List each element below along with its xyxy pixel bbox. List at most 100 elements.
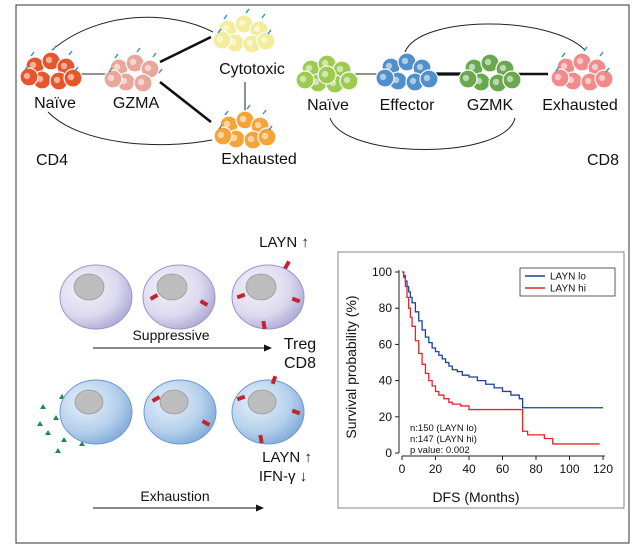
label-cd8-group: CD8 [587,152,619,169]
granule [61,437,67,442]
y-tick-label: 100 [372,265,392,279]
receptor-mark [224,110,229,116]
gzmk-cell-cluster [458,53,522,93]
legend-box [519,267,616,297]
cell-nucleus [401,57,409,65]
cell-nucleus [60,62,68,70]
cell-nucleus [492,78,500,86]
receptor-mark [605,67,610,73]
cell-nucleus [416,63,424,71]
treg-schematic: LAYN ↑ Suppressive Treg CD8 [37,234,316,512]
receptor-mark [555,66,560,72]
series-layn-lo [402,271,603,409]
annotation-n-hi: n:147 (LAYN hi) [410,434,477,445]
cell-nucleus [423,74,431,82]
y-axis-label: Survival probability (%) [343,295,359,438]
effector-cell-cluster [375,52,439,92]
edge-gzma-cytotoxic [159,35,212,64]
cell-nucleus [321,59,329,67]
blue-cell-3 [231,375,305,445]
label-cytotoxic: Cytotoxic [219,61,285,78]
nucleus [159,389,189,415]
layn-receptor [199,299,209,307]
x-axis-label: DFS (Months) [432,489,519,505]
receptor-mark [262,109,267,115]
nucleus [74,389,104,415]
cell-nucleus [336,65,344,73]
cell-nucleus [217,131,225,139]
receptor-mark [136,47,141,53]
x-tick-label: 40 [462,462,476,476]
cell-nucleus [223,120,231,128]
edge-gzma-exhausted [159,80,212,124]
cell-nucleus [379,73,387,81]
gzma-cell-cluster [103,47,163,93]
label-cd8-bottom: CD8 [284,355,316,372]
purple-cell-3 [231,260,305,330]
cell-nucleus [506,75,514,83]
label-effector: Effector [380,97,436,114]
x-tick-label: 80 [529,462,543,476]
cell-nucleus [560,62,568,70]
naive-cd8-cell-cluster [295,54,359,94]
chart-series [402,271,603,445]
naive-cd4-cell-cluster [19,45,83,91]
receptor-mark [268,125,273,131]
exhaustion-arrowhead [256,504,264,512]
x-tick-label: 60 [496,462,510,476]
cd8-network: Naïve Effector GZMK Exhausted CD8 [295,23,619,169]
cell-nucleus [23,72,31,80]
cell-nucleus [137,78,145,86]
legend-label-hi: LAYN hi [550,284,586,295]
edge-naive-exhausted [47,111,213,146]
annotation-n-lo: n:150 (LAYN lo) [410,423,477,434]
legend-label-lo: LAYN lo [550,272,586,283]
layn-receptor [149,293,159,301]
layn-receptor [201,419,211,427]
layn-receptor [261,320,267,330]
receptor-mark [246,104,251,110]
cell-nucleus [343,76,351,84]
y-tick-label: 60 [379,337,393,351]
receptor-mark [68,50,73,56]
receptor-mark [114,53,119,59]
label-exhaustion: Exhaustion [140,488,209,504]
cell-nucleus [254,121,262,129]
cell-nucleus [129,58,137,66]
layn-up-label-top: LAYN ↑ [259,234,309,251]
blue-cell-1 [59,379,133,445]
cell-nucleus [246,39,254,47]
layn-receptor [270,375,278,385]
purple-cell-1 [59,264,133,330]
purple-cell-2 [142,264,216,330]
cell-nucleus [385,62,393,70]
suppressive-arrowhead [264,344,272,352]
cell-nucleus [598,74,606,82]
cell-nucleus [107,74,115,82]
x-tick-label: 120 [593,462,613,476]
label-exhausted-cd8: Exhausted [542,97,618,114]
cell-nucleus [554,73,562,81]
cell-nucleus [45,56,53,64]
layn-receptor [151,395,161,403]
figure-frame [15,4,630,544]
layn-receptor [283,260,291,270]
label-gzma: GZMA [113,95,160,112]
layn-receptor [236,292,246,300]
receptor-mark [24,65,29,71]
exhausted-cd4-cell-cluster [213,104,277,150]
label-suppressive: Suppressive [132,327,209,343]
ifng-down-label: IFN-γ ↓ [259,468,307,485]
layn-receptor [291,296,301,304]
receptor-mark [74,66,79,72]
cell-nucleus [462,74,470,82]
y-tick-label: 20 [379,410,393,424]
receptor-mark [561,52,566,58]
receptor-mark [217,28,222,34]
layn-receptor [258,434,264,444]
granule [53,415,59,420]
cell-nucleus [499,64,507,72]
